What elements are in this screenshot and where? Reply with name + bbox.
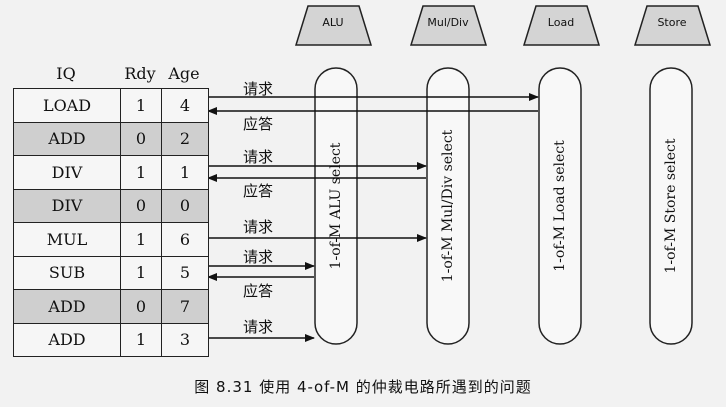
header-rdy: Rdy <box>124 64 156 83</box>
muldiv-select-box <box>426 67 470 345</box>
load-select-box <box>538 67 582 345</box>
msg-div-response: 应答 <box>243 182 274 200</box>
rdy-cell: 0 <box>120 289 162 324</box>
table-row: ADD 0 2 <box>13 121 209 156</box>
op-cell: DIV <box>13 188 121 223</box>
age-cell: 3 <box>161 322 209 357</box>
msg-sub-request: 请求 <box>243 248 274 266</box>
op-cell: MUL <box>13 222 121 257</box>
figure-caption: 图 8.31 使用 4-of-M 的仲裁电路所遇到的问题 <box>194 378 532 396</box>
table-row: LOAD 1 4 <box>13 88 209 123</box>
op-cell: SUB <box>13 255 121 290</box>
msg-load-response: 应答 <box>243 115 274 133</box>
select-label-muldiv: 1-of-M Mul/Div select <box>440 129 456 283</box>
table-row: MUL 1 6 <box>13 222 209 257</box>
rdy-cell: 1 <box>120 322 162 357</box>
select-label-store: 1-of-M Store select <box>663 138 679 274</box>
table-row: DIV 1 1 <box>13 155 209 190</box>
rdy-cell: 1 <box>120 155 162 190</box>
issue-queue-table: LOAD 1 4 ADD 0 2 DIV 1 1 DIV 0 0 MUL 1 <box>13 88 209 357</box>
unit-label-alu: ALU <box>322 16 344 29</box>
select-label-alu: 1-of-M ALU select <box>328 142 344 270</box>
unit-label-load: Load <box>547 16 575 29</box>
op-cell: LOAD <box>13 88 121 123</box>
op-cell: ADD <box>13 322 121 357</box>
unit-label-muldiv: Mul/Div <box>427 16 469 29</box>
unit-store-shape <box>633 5 712 46</box>
msg-mul-request: 请求 <box>243 218 274 236</box>
age-cell: 4 <box>161 88 209 123</box>
rdy-cell: 0 <box>120 121 162 156</box>
msg-load-request: 请求 <box>243 80 274 98</box>
rdy-cell: 0 <box>120 188 162 223</box>
table-row: ADD 1 3 <box>13 322 209 357</box>
table-row: DIV 0 0 <box>13 188 209 223</box>
age-cell: 0 <box>161 188 209 223</box>
unit-muldiv-shape <box>409 5 488 46</box>
select-label-load: 1-of-M Load select <box>552 140 568 272</box>
age-cell: 5 <box>161 255 209 290</box>
rdy-cell: 1 <box>120 255 162 290</box>
header-age: Age <box>168 64 200 83</box>
store-select-box <box>649 67 693 345</box>
age-cell: 1 <box>161 155 209 190</box>
unit-load-shape <box>522 5 601 46</box>
table-row: ADD 0 7 <box>13 289 209 324</box>
msg-sub-response: 应答 <box>243 282 274 300</box>
op-cell: ADD <box>13 289 121 324</box>
age-cell: 2 <box>161 121 209 156</box>
age-cell: 6 <box>161 222 209 257</box>
msg-add-request: 请求 <box>243 318 274 336</box>
alu-select-box <box>314 67 358 345</box>
unit-alu-shape <box>294 5 373 46</box>
rdy-cell: 1 <box>120 88 162 123</box>
table-row: SUB 1 5 <box>13 255 209 290</box>
age-cell: 7 <box>161 289 209 324</box>
rdy-cell: 1 <box>120 222 162 257</box>
op-cell: DIV <box>13 155 121 190</box>
header-iq: IQ <box>56 64 76 83</box>
unit-label-store: Store <box>657 16 687 29</box>
msg-div-request: 请求 <box>243 148 274 166</box>
op-cell: ADD <box>13 121 121 156</box>
